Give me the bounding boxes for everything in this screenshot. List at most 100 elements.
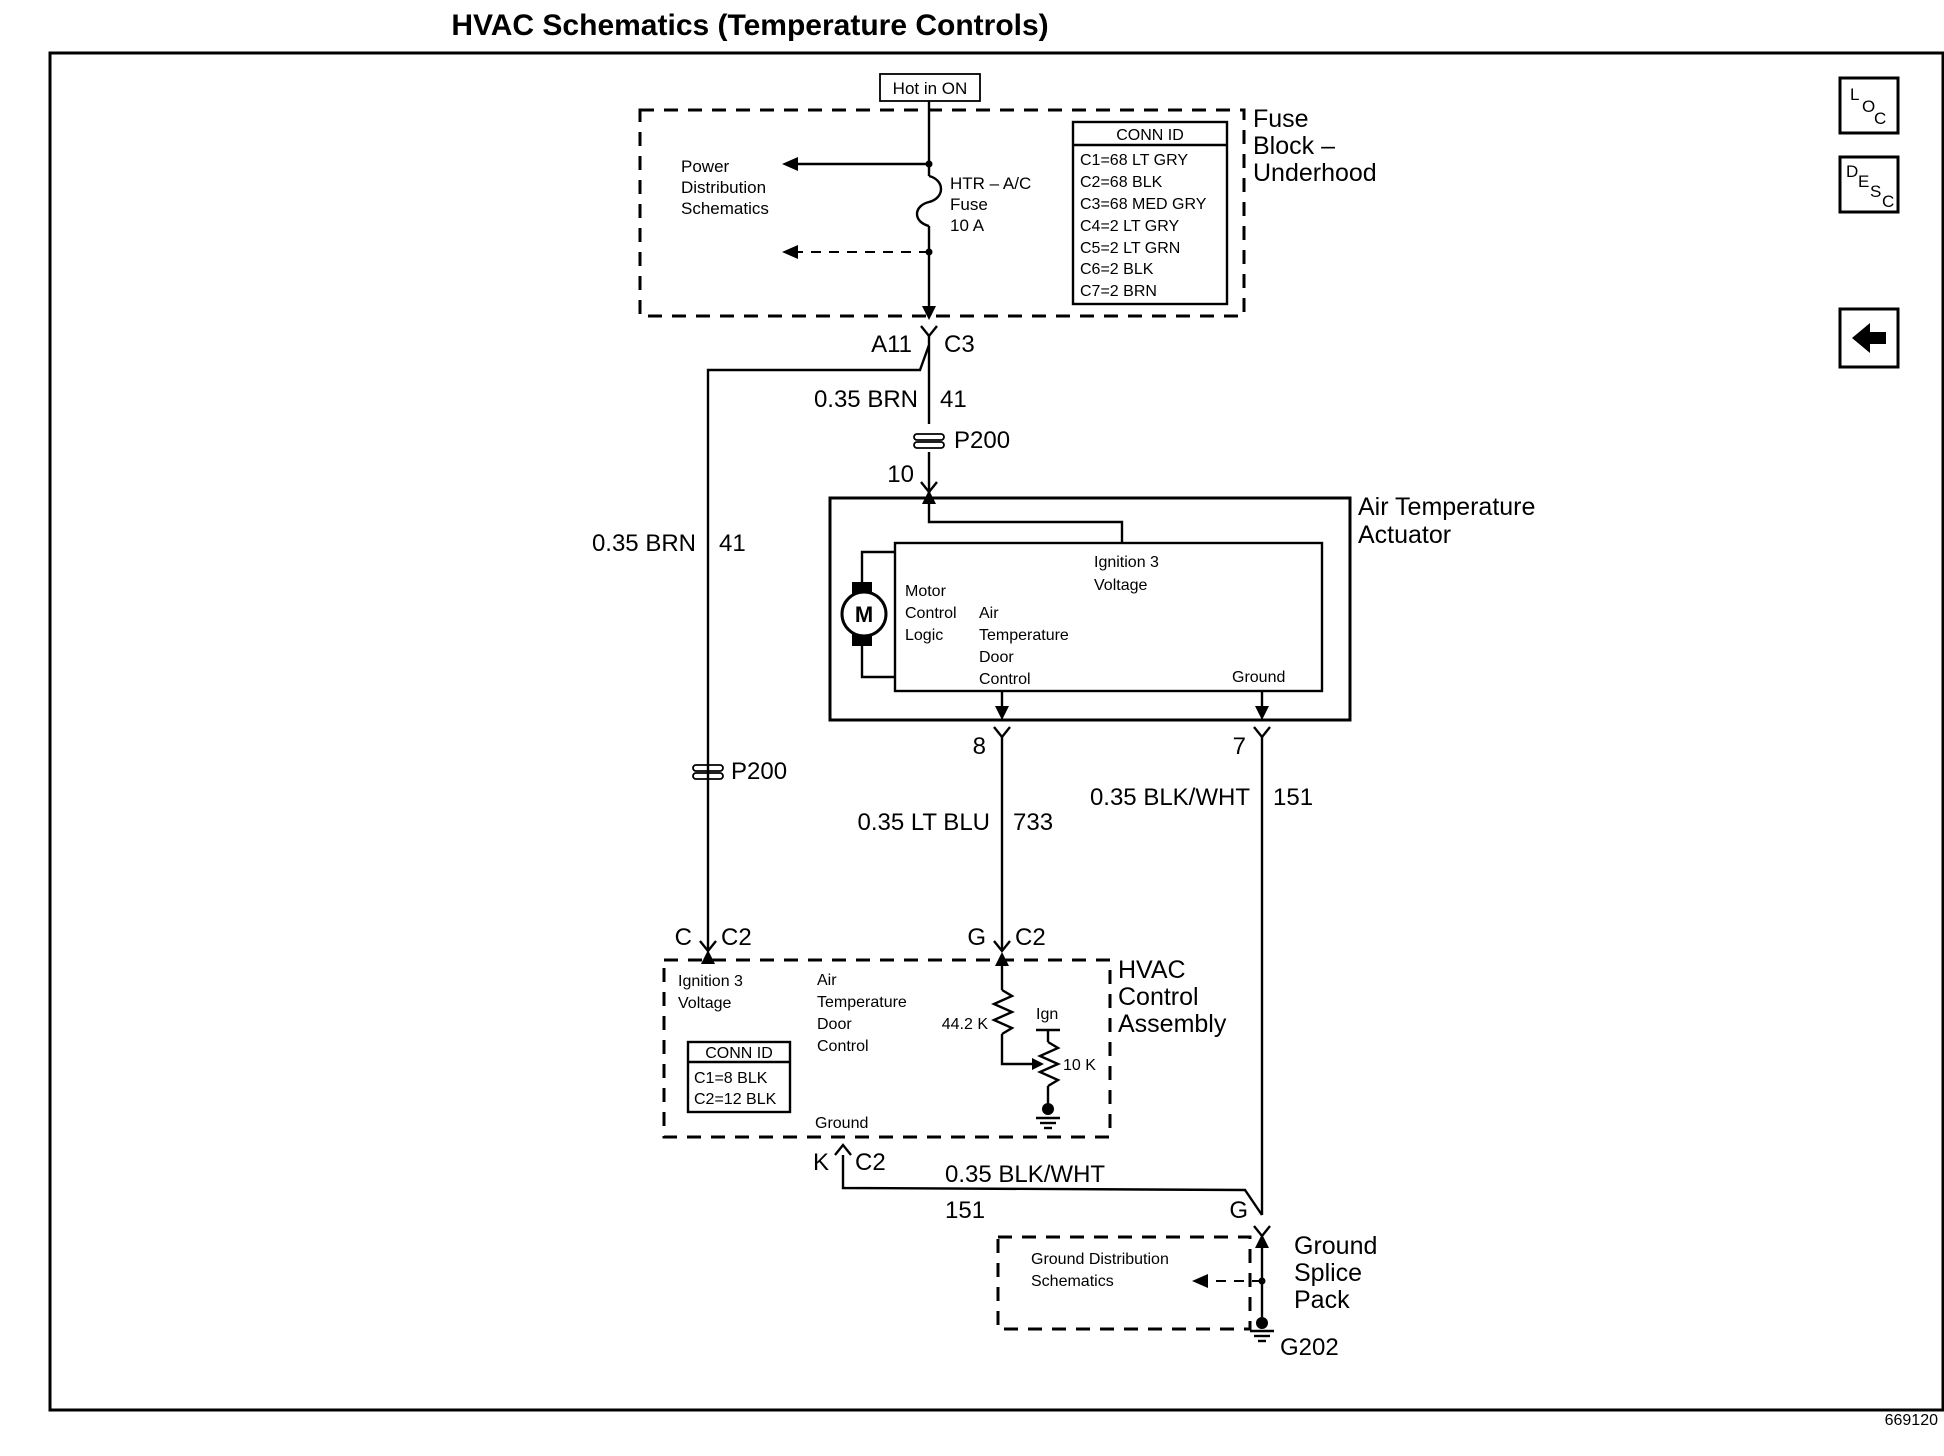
svg-text:G: G (967, 924, 986, 951)
svg-text:P200: P200 (954, 427, 1010, 454)
svg-text:7: 7 (1233, 733, 1246, 760)
ground-icon (1036, 1116, 1060, 1130)
svg-text:L: L (1850, 85, 1859, 104)
svg-text:Air Temperature: Air Temperature (1358, 493, 1535, 521)
svg-text:A11: A11 (871, 331, 912, 358)
svg-text:Ground: Ground (1232, 669, 1285, 686)
svg-text:41: 41 (719, 530, 746, 557)
svg-text:C5=2 LT GRN: C5=2 LT GRN (1080, 240, 1180, 257)
p200-connector-left: P200 (692, 758, 787, 785)
back-button[interactable] (1838, 307, 1900, 369)
svg-text:Ground: Ground (815, 1115, 868, 1132)
arrow-right-icon (1032, 1058, 1044, 1070)
p200-connector-top: P200 (913, 427, 1010, 454)
svg-text:0.35 BRN: 0.35 BRN (592, 530, 696, 557)
motor-icon (840, 590, 888, 638)
svg-text:Control: Control (979, 671, 1031, 688)
svg-text:Door: Door (979, 649, 1014, 666)
connector-icon (1253, 726, 1271, 739)
diagram-frame (48, 51, 1944, 1412)
svg-text:Control: Control (817, 1038, 869, 1055)
svg-text:M: M (855, 602, 873, 627)
fuse-block-underhood: Hot in ON Fuse Block – Underhood Power D… (638, 73, 1377, 318)
arrow-up-icon (1255, 1234, 1269, 1248)
svg-text:D: D (1846, 162, 1858, 181)
svg-text:S: S (1870, 182, 1881, 201)
svg-text:Control: Control (1118, 983, 1199, 1011)
svg-text:C3=68 MED GRY: C3=68 MED GRY (1080, 196, 1207, 213)
figure-id: 669120 (1885, 1412, 1938, 1429)
svg-text:E: E (1858, 172, 1869, 191)
arrow-down-icon (1255, 706, 1269, 720)
svg-text:Control: Control (905, 605, 957, 622)
svg-text:C6=2 BLK: C6=2 BLK (1080, 261, 1154, 278)
svg-text:Distribution: Distribution (681, 178, 766, 197)
arrow-up-icon (701, 950, 715, 964)
svg-text:0.35 BLK/WHT: 0.35 BLK/WHT (1090, 784, 1250, 811)
svg-text:0.35 LT BLU: 0.35 LT BLU (857, 809, 990, 836)
svg-text:C7=2 BRN: C7=2 BRN (1080, 283, 1157, 300)
ground-g202-label: G202 (1280, 1334, 1339, 1361)
svg-text:C2=12 BLK: C2=12 BLK (694, 1091, 777, 1108)
loc-button[interactable]: L O C (1838, 76, 1900, 135)
wire-blk-wht-151-bottom (841, 1155, 1263, 1216)
arrow-left-icon (782, 245, 798, 259)
svg-text:Schematics: Schematics (681, 199, 769, 218)
fuse-icon (915, 174, 943, 228)
svg-text:Voltage: Voltage (1094, 577, 1147, 594)
ground-icon (1250, 1329, 1274, 1343)
svg-text:Ground: Ground (1294, 1232, 1377, 1260)
svg-text:G: G (1229, 1197, 1248, 1224)
svg-text:C1=68 LT GRY: C1=68 LT GRY (1080, 152, 1188, 169)
hvac-control-assembly: HVAC Control Assembly Ignition 3 Voltage… (662, 956, 1227, 1139)
svg-text:Ground Distribution: Ground Distribution (1031, 1251, 1169, 1268)
svg-text:CONN ID: CONN ID (1116, 127, 1184, 144)
svg-text:41: 41 (940, 386, 967, 413)
air-temperature-actuator: Air Temperature Actuator Ignition 3 Volt… (828, 493, 1535, 722)
svg-text:Actuator: Actuator (1358, 521, 1451, 549)
fuse-label: HTR – A/C (950, 174, 1031, 193)
svg-text:733: 733 (1013, 809, 1053, 836)
svg-text:Ignition 3: Ignition 3 (678, 973, 743, 990)
svg-text:10 A: 10 A (950, 216, 985, 235)
svg-text:Schematics: Schematics (1031, 1273, 1114, 1290)
arrow-down-icon (995, 706, 1009, 720)
resistor-icon (991, 988, 1015, 1036)
svg-text:O: O (1862, 97, 1875, 116)
connector-icon (993, 940, 1011, 953)
svg-text:Splice: Splice (1294, 1259, 1362, 1287)
svg-text:C2=68 BLK: C2=68 BLK (1080, 174, 1163, 191)
svg-text:Air: Air (979, 605, 999, 622)
svg-text:10 K: 10 K (1063, 1057, 1096, 1074)
svg-text:Pack: Pack (1294, 1286, 1350, 1314)
svg-text:Voltage: Voltage (678, 995, 731, 1012)
svg-text:Underhood: Underhood (1253, 159, 1377, 187)
svg-text:Assembly: Assembly (1118, 1010, 1227, 1038)
svg-text:C: C (675, 924, 692, 951)
wire-brn-41-left (706, 336, 931, 925)
desc-button[interactable]: D E S C (1838, 155, 1900, 214)
page-title: HVAC Schematics (Temperature Controls) (451, 9, 1048, 42)
svg-text:Fuse: Fuse (950, 195, 988, 214)
svg-text:Temperature: Temperature (979, 627, 1069, 644)
hot-in-on-label: Hot in ON (893, 79, 968, 98)
svg-text:Fuse: Fuse (1253, 105, 1309, 133)
svg-text:0.35 BRN: 0.35 BRN (814, 386, 918, 413)
svg-text:C: C (1882, 192, 1894, 211)
ground-splice-pack: Ground Splice Pack Ground Distribution S… (996, 1232, 1377, 1331)
fuse-block-conn-id-table: CONN ID C1=68 LT GRY C2=68 BLK C3=68 MED… (1071, 120, 1229, 306)
svg-text:C1=8 BLK: C1=8 BLK (694, 1070, 768, 1087)
svg-text:C2: C2 (855, 1149, 886, 1176)
svg-text:Temperature: Temperature (817, 994, 907, 1011)
svg-text:Ignition 3: Ignition 3 (1094, 554, 1159, 571)
svg-text:44.2 K: 44.2 K (942, 1016, 989, 1033)
svg-text:C2: C2 (721, 924, 752, 951)
svg-text:K: K (813, 1149, 829, 1176)
svg-text:Power: Power (681, 157, 730, 176)
svg-text:C: C (1874, 109, 1886, 128)
svg-text:151: 151 (945, 1197, 985, 1224)
resistor-icon (1037, 1040, 1061, 1088)
svg-text:C2: C2 (1015, 924, 1046, 951)
svg-text:Logic: Logic (905, 627, 943, 644)
